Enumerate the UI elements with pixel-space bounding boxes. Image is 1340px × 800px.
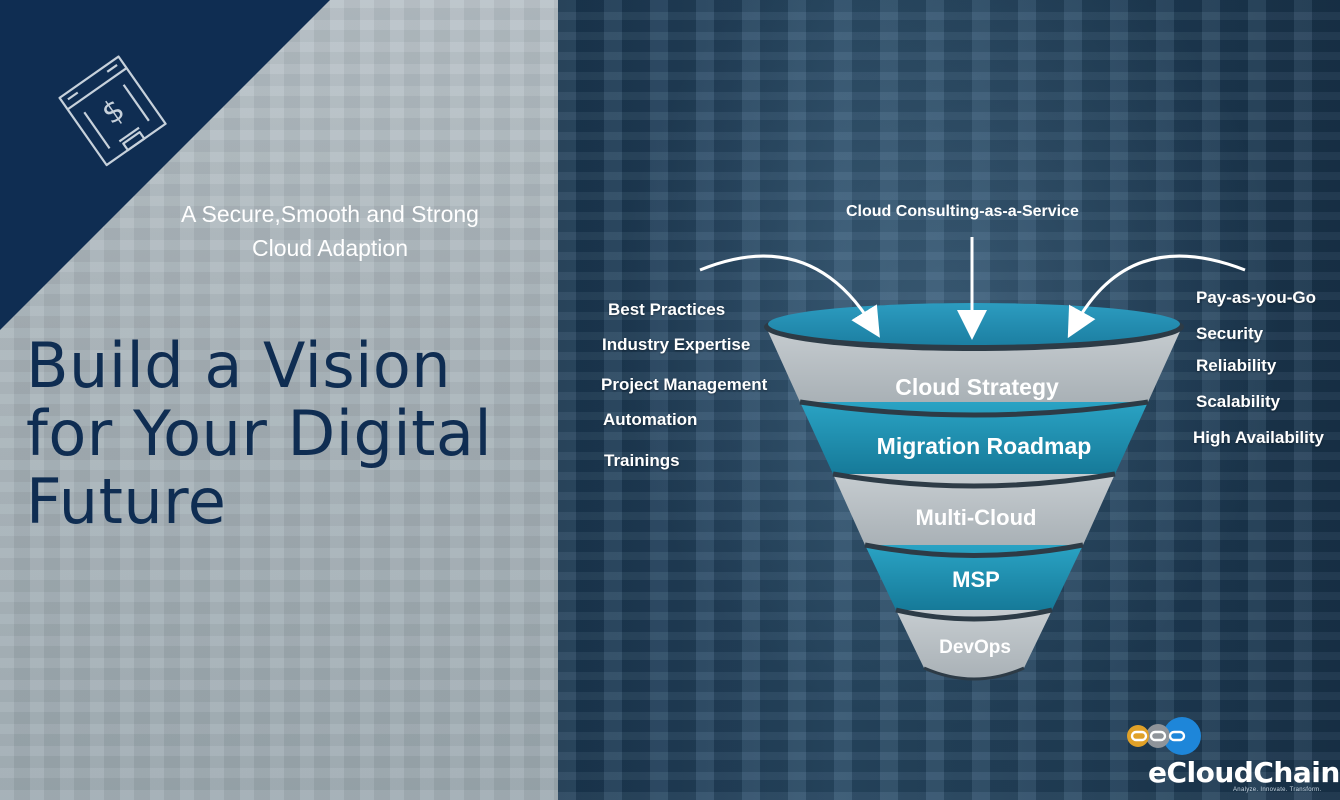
headline-line-2: for Your Digital <box>26 397 493 470</box>
building-dollar-icon: $ <box>58 55 167 167</box>
headline-line-3: Future <box>26 465 227 538</box>
funnel-stage-label: DevOps <box>939 637 1011 658</box>
left-item: Industry Expertise <box>602 335 751 354</box>
arrow-left-icon <box>699 254 880 338</box>
funnel-band-5 <box>896 610 1052 679</box>
right-item: Reliability <box>1196 356 1277 375</box>
right-item: High Availability <box>1193 428 1324 447</box>
chain-links-icon <box>1127 717 1201 755</box>
left-item: Best Practices <box>608 300 726 319</box>
right-item: Pay-as-you-Go <box>1196 288 1316 307</box>
funnel-stage-label: Cloud Strategy <box>895 374 1059 400</box>
funnel-top-label: Cloud Consulting-as-a-Service <box>846 203 1079 220</box>
logo-wordmark: eCloudChain <box>1148 756 1340 789</box>
page-headline: Build a Vision for Your Digital Future <box>26 332 492 536</box>
logo-slogan: Analyze. Innovate. Transform. <box>1233 787 1322 793</box>
right-item: Security <box>1196 324 1264 343</box>
funnel-stage-label: MSP <box>952 567 1000 592</box>
funnel-band-2 <box>800 402 1148 474</box>
left-item: Automation <box>603 410 698 429</box>
tagline-line-1: A Secure,Smooth and Strong <box>181 201 479 227</box>
funnel-top-opening <box>768 303 1180 345</box>
left-item: Project Management <box>601 375 768 394</box>
arrow-right-icon <box>1067 254 1246 339</box>
right-item: Scalability <box>1196 392 1281 411</box>
funnel-band-4 <box>865 545 1083 610</box>
funnel-stage-label: Multi-Cloud <box>915 505 1037 530</box>
left-item: Trainings <box>604 451 680 470</box>
funnel-stage-label: Migration Roadmap <box>876 433 1092 459</box>
headline-line-1: Build a Vision <box>26 329 452 402</box>
funnel-band-3 <box>833 474 1115 545</box>
tagline-line-2: Cloud Adaption <box>251 235 408 261</box>
